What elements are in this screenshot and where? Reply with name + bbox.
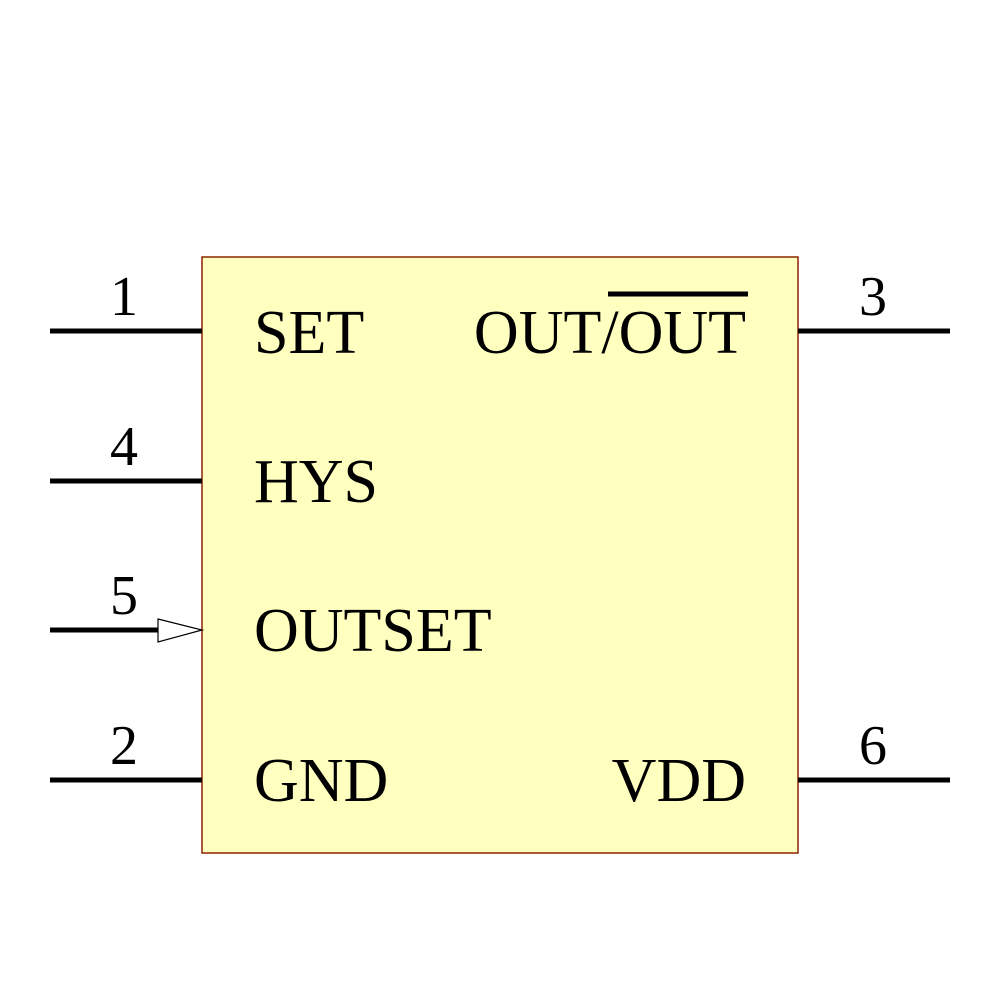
pin-2-gnd[interactable]: 2 GND (50, 715, 388, 815)
pin-name: SET (254, 299, 364, 367)
pin-6-vdd[interactable]: 6 VDD (612, 715, 950, 815)
pin-name: OUTSET (254, 597, 492, 665)
pin-name: VDD (612, 747, 746, 815)
component-body[interactable] (201, 256, 799, 854)
pin-number: 4 (110, 416, 138, 478)
pin-number: 1 (110, 266, 138, 328)
pin-4-hys[interactable]: 4 HYS (50, 416, 378, 516)
pin-name-overbar-text: OUT (619, 299, 746, 367)
pin-1-set[interactable]: 1 SET (50, 266, 364, 367)
pin-3-out[interactable]: 3 OUT/OUT (474, 266, 950, 367)
pin-number: 6 (859, 715, 887, 777)
pin-number: 5 (110, 565, 138, 627)
pin-name-prefix: OUT/ (474, 299, 619, 367)
input-arrow-icon (157, 618, 205, 643)
pin-number: 2 (110, 715, 138, 777)
pin-5-outset[interactable]: 5 OUTSET (50, 565, 492, 665)
pin-name: HYS (254, 448, 378, 516)
pin-number: 3 (859, 266, 887, 328)
pin-name: OUT/OUT (474, 299, 746, 367)
pin-name: GND (254, 747, 388, 815)
